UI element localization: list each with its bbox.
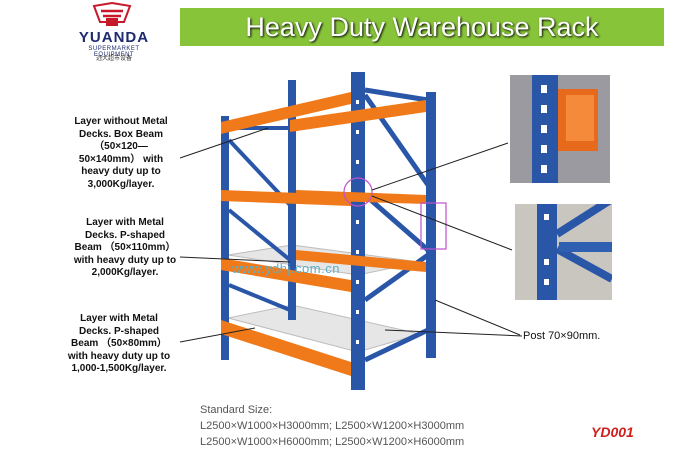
top-back-beam — [290, 100, 426, 132]
watermark: www.ydhj.com.cn — [232, 261, 340, 276]
beams — [221, 92, 426, 376]
logo-subtitle: SUPERMARKET EQUIPMENT — [88, 46, 140, 58]
standard-size-title: Standard Size: — [200, 404, 273, 416]
beam-highlight-marker — [343, 177, 373, 207]
upright-holes — [356, 100, 359, 344]
logo-chinese: 远大超市设备 — [95, 56, 132, 62]
page-title: Heavy Duty Warehouse Rack — [245, 12, 599, 42]
level3-back-beam — [296, 250, 426, 272]
model-number: YD001 — [591, 424, 634, 440]
front-left-upright — [221, 116, 229, 360]
post-highlight-marker — [420, 202, 447, 250]
top-front-beam — [221, 92, 351, 134]
beam-connector-detail — [510, 75, 610, 183]
front-right-upright — [351, 72, 365, 390]
level3-front-beam — [221, 258, 351, 292]
left-bracing — [227, 126, 292, 312]
standard-size-line-2: L2500×W1000×H6000mm; L2500×W1200×H6000mm — [200, 436, 465, 448]
company-logo: YUANDA SUPERMARKET EQUIPMENT 远大超市设备 — [74, 2, 154, 62]
logo-name: YUANDA — [78, 29, 150, 46]
title-banner: Heavy Duty Warehouse Rack — [180, 8, 664, 46]
post-size-label: Post 70×90mm. — [523, 330, 601, 342]
standard-size-block: Standard Size: L2500×W1000×H3000mm; L250… — [200, 402, 464, 450]
bottom-front-beam — [221, 320, 351, 376]
post-bracing-detail — [515, 204, 612, 300]
logo-emblem-icon — [92, 2, 132, 26]
back-right-upright — [426, 92, 436, 358]
standard-size-line-1: L2500×W1000×H3000mm; L2500×W1200×H3000mm — [200, 420, 465, 432]
right-bracing — [362, 87, 431, 363]
level2-back-beam — [296, 190, 426, 204]
callout-lines — [179, 127, 523, 343]
